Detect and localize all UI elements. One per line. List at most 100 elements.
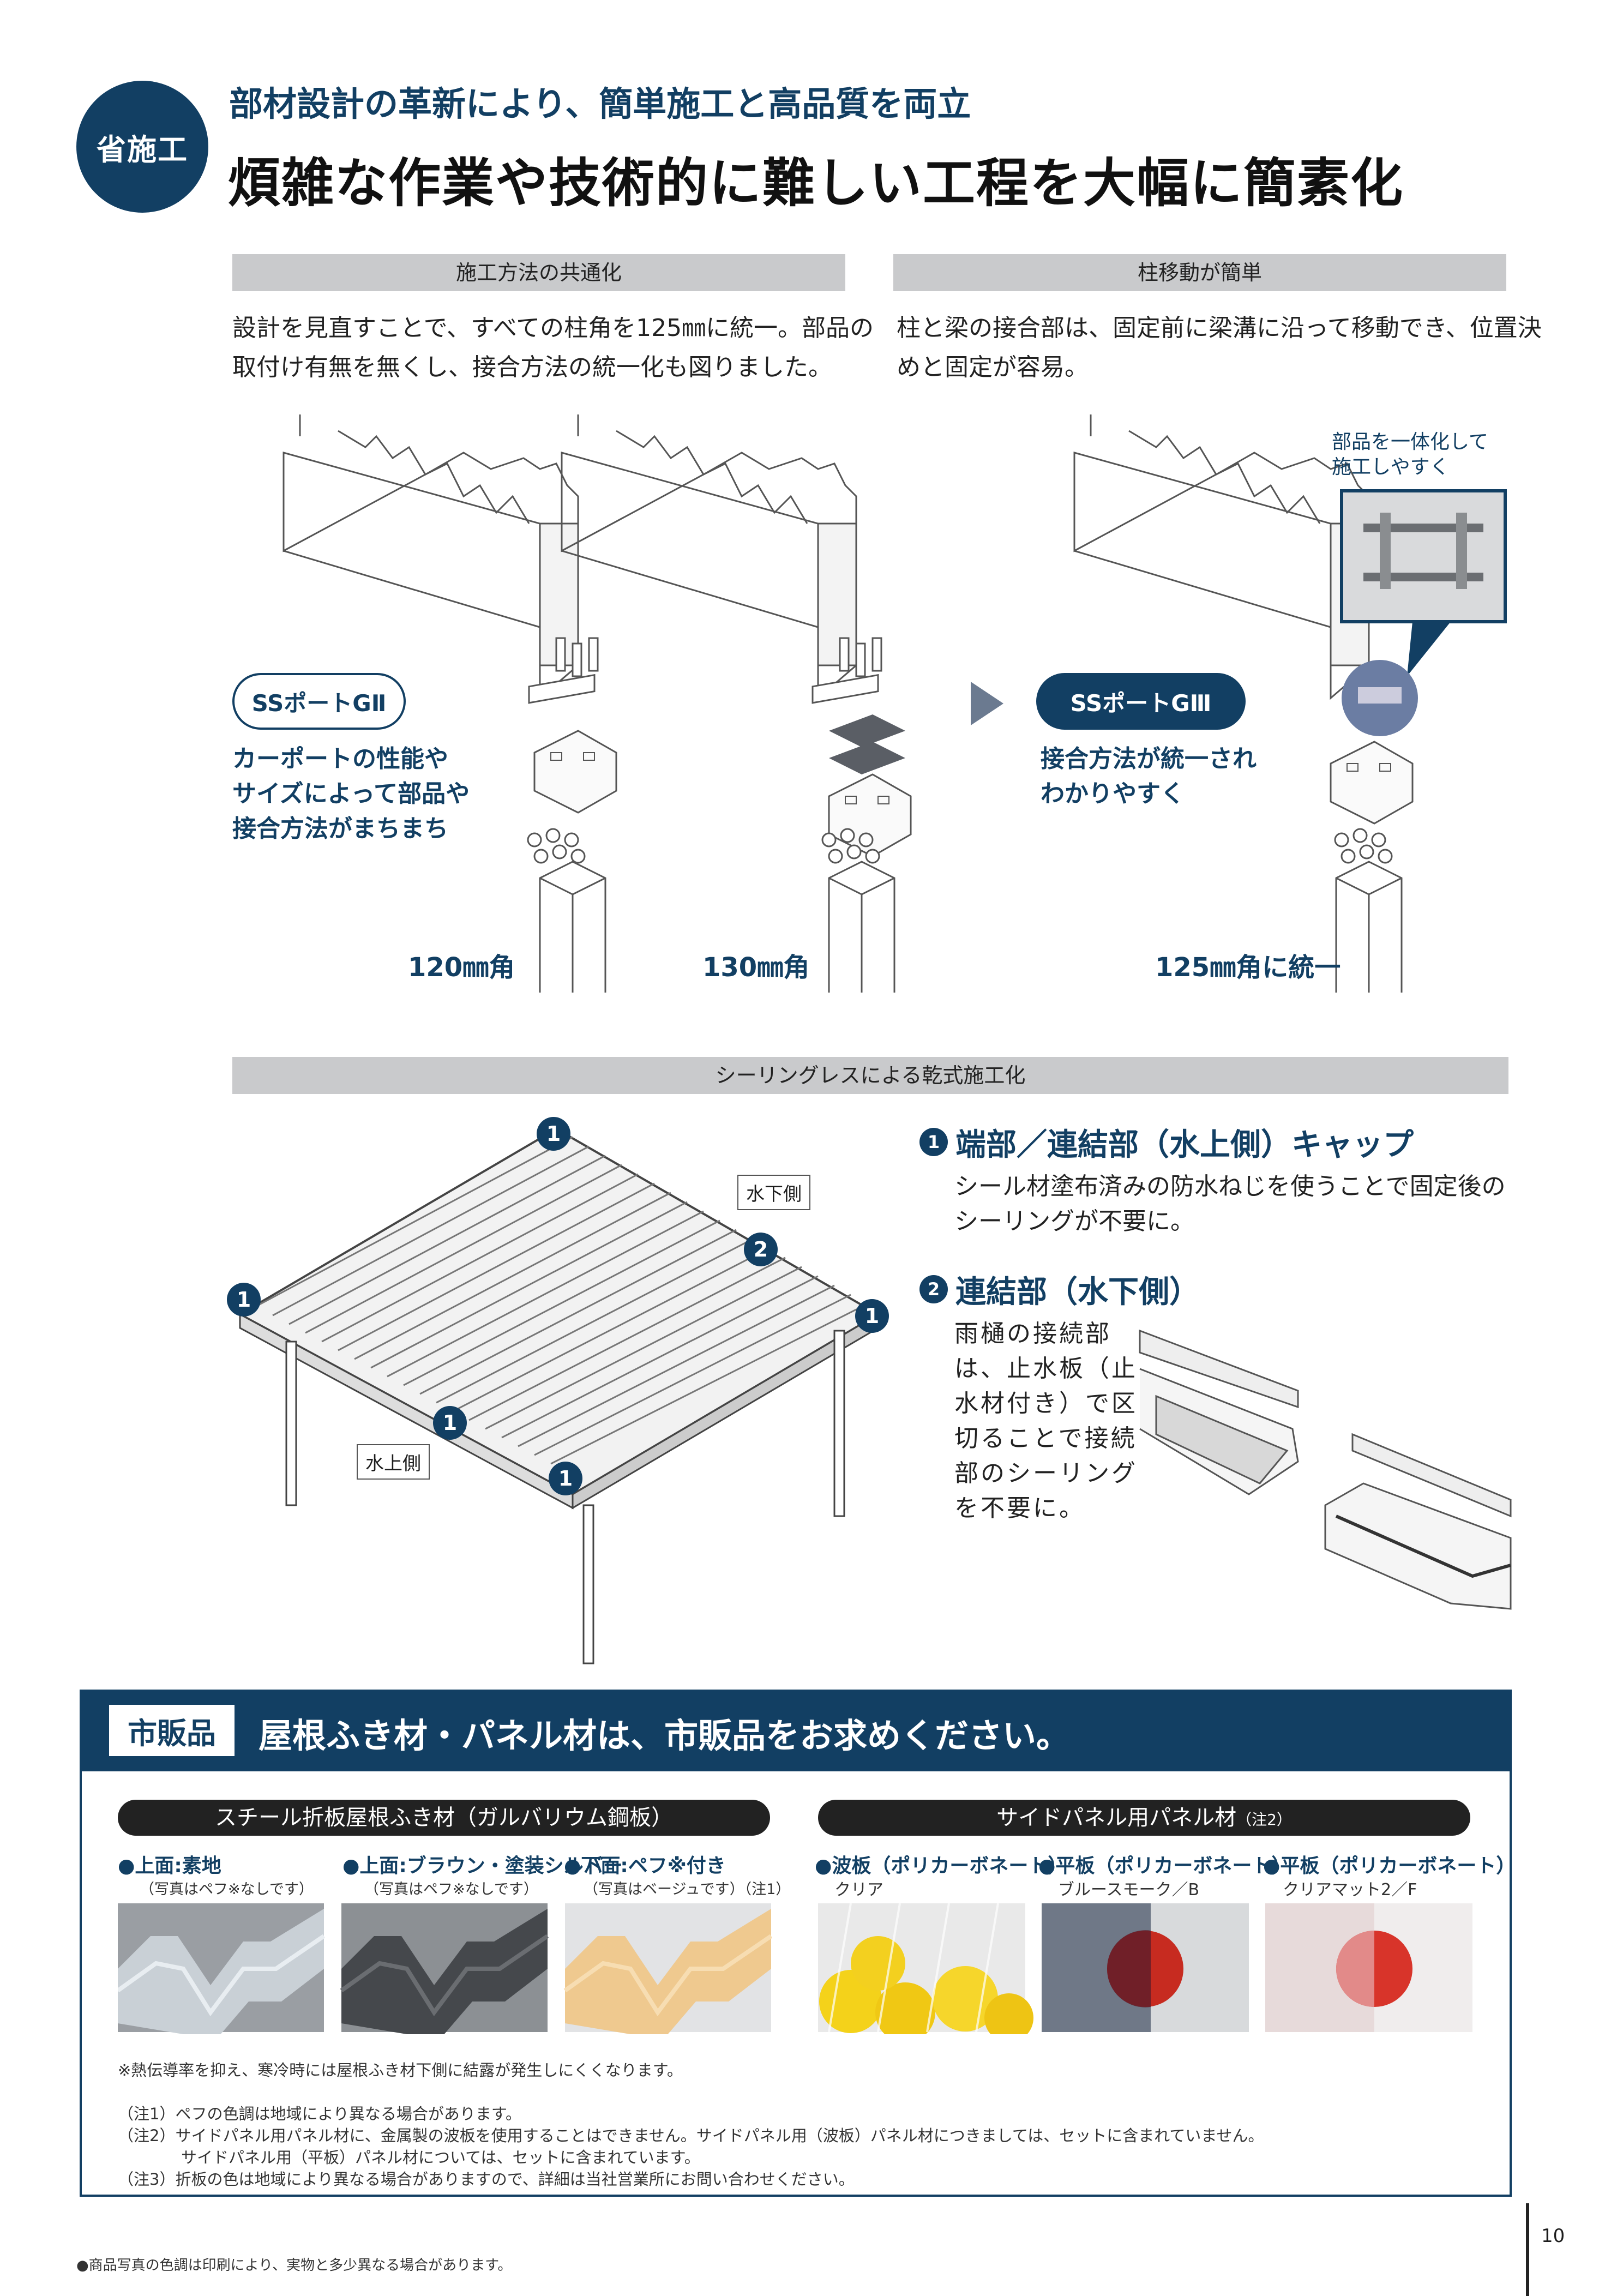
- page-number-rule: [1526, 2203, 1529, 2296]
- page-subheading: 部材設計の革新により、簡単施工と高品質を両立: [229, 84, 971, 124]
- page-headline: 煩雑な作業や技術的に難しい工程を大幅に簡素化: [228, 153, 1404, 214]
- new-note-line1: 接合方法が統一され: [1041, 745, 1257, 773]
- column-125: [1335, 861, 1403, 993]
- label-water-down: 水下側: [737, 1175, 810, 1210]
- item2-line: 雨樋の接続部: [954, 1320, 1111, 1348]
- column-120: [539, 861, 606, 993]
- section-common-body: 設計を見直すことで、すべての柱角を125㎜に統一。部品の 取付け有無を無くし、接…: [232, 309, 874, 387]
- footnote: （注3）折板の色は地域により異なる場合がありますので、詳細は当社営業所にお問い合…: [118, 2170, 855, 2189]
- panel-item-label: ●平板（ポリカーボネート）: [1038, 1855, 1291, 1877]
- bracket-120: [533, 730, 617, 814]
- marker-1-left: 1: [227, 1283, 261, 1317]
- panel-item-sub: クリアマット2／F: [1283, 1880, 1417, 1900]
- new-note-line2: わかりやすく: [1041, 780, 1185, 808]
- panel-material-pill-label: サイドパネル用パネル材: [996, 1805, 1237, 1830]
- bracket-125: [1330, 741, 1414, 825]
- item2-line: 部のシーリング: [954, 1459, 1138, 1487]
- item1-line1: シール材塗布済みの防水ねじを使うことで固定後の: [954, 1173, 1506, 1200]
- item2-line: 水材付き）で区: [954, 1390, 1138, 1417]
- carport-diagram: [237, 1127, 880, 1664]
- roof-sample-brown: [340, 1903, 549, 2034]
- category-badge: 省施工: [76, 81, 208, 213]
- post-front-center: [582, 1504, 594, 1664]
- section-title-common: 施工方法の共通化: [232, 254, 845, 291]
- footer-disclaimer: ●商品写真の色調は印刷により、実物と多少異なる場合があります。: [76, 2257, 512, 2274]
- callout-integrated: 部品を一体化して 施工しやすく: [1332, 430, 1488, 480]
- roof-item-label: ●上面:ブラウン・塗装シルバー: [342, 1855, 623, 1877]
- beam-drawing-125: [1073, 413, 1370, 699]
- panel-sample-bluesmoke: [1042, 1903, 1249, 2032]
- callout-line1: 部品を一体化して: [1332, 431, 1488, 453]
- item1-body: シール材塗布済みの防水ねじを使うことで固定後の シーリングが不要に。: [954, 1169, 1506, 1239]
- spacer-plate-1: [829, 714, 905, 747]
- joint-comparison-diagram: [282, 413, 1507, 993]
- old-note-line2: サイズによって部品や: [232, 780, 470, 808]
- marker-2: 2: [744, 1233, 778, 1266]
- marker-1-front: 1: [433, 1406, 467, 1440]
- roof-sample-bare: [118, 1903, 326, 2034]
- label-water-up: 水上側: [357, 1444, 430, 1480]
- section-move-body: 柱と梁の接合部は、固定前に梁溝に沿って移動でき、位置決 めと固定が容易。: [897, 309, 1542, 387]
- post-front-left: [285, 1341, 297, 1506]
- new-model-pill: SSポートGⅢ: [1036, 673, 1246, 730]
- nuts-125: [1334, 828, 1393, 864]
- size-label-120: 120㎜角: [408, 952, 515, 983]
- roof-sample-beige: [563, 1903, 772, 2034]
- footnote: サイドパネル用（平板）パネル材については、セットに含まれています。: [118, 2148, 700, 2167]
- panel-sample-photos: [818, 1903, 1472, 2034]
- size-label-130: 130㎜角: [702, 952, 810, 983]
- roof-sample-photos: [118, 1903, 772, 2034]
- panel-item-sub: クリア: [834, 1880, 883, 1900]
- nuts-120: [527, 828, 586, 864]
- item2-line: を不要に。: [954, 1494, 1085, 1522]
- panel-material-pill-note: （注2）: [1236, 1811, 1292, 1829]
- item2-line: 切ることで接続: [954, 1425, 1137, 1452]
- old-note-line3: 接合方法がまちまち: [232, 815, 448, 843]
- panel-item-label: ●波板（ポリカーボネート）: [815, 1855, 1068, 1877]
- arrow-right-icon: [971, 682, 1003, 725]
- section-common-body-line1: 設計を見直すことで、すべての柱角を125㎜に統一。部品の: [232, 314, 874, 342]
- old-note-line1: カーポートの性能や: [232, 745, 448, 773]
- item2-body: 雨樋の接続部 は、止水板（止 水材付き）で区 切ることで接続 部のシーリング を…: [954, 1317, 1138, 1526]
- item2-title: 連結部（水下側）: [955, 1275, 1200, 1310]
- marker-1-right: 1: [855, 1299, 889, 1333]
- market-title: 屋根ふき材・パネル材は、市販品をお求めください。: [259, 1716, 1071, 1756]
- gutter-joint-drawing: [1139, 1329, 1512, 1610]
- item1-title: 端部／連結部（水上側）キャップ: [955, 1127, 1414, 1163]
- page-number: 10: [1541, 2225, 1565, 2247]
- roof-ribs: [256, 1136, 868, 1465]
- section-common-body-line2: 取付け有無を無くし、接合方法の統一化も図りました。: [232, 353, 832, 381]
- roof-item-sub: （写真はペフ※なしです）: [364, 1881, 538, 1898]
- panel-item-label: ●平板（ポリカーボネート）: [1263, 1855, 1516, 1877]
- market-tag: 市販品: [109, 1705, 235, 1756]
- size-label-125: 125㎜角に統一: [1155, 952, 1341, 983]
- roof-item-label: ●下面:ペフ※付き: [564, 1855, 726, 1877]
- item1-number: 1: [919, 1128, 948, 1156]
- old-model-pill: SSポートGⅡ: [232, 673, 406, 730]
- beam-drawing-120: [282, 413, 579, 699]
- asterisk-note: ※熱伝導率を抑え、寒冷時には屋根ふき材下側に結露が発生しにくくなります。: [118, 2061, 683, 2079]
- column-130: [828, 861, 895, 993]
- section-move-body-line1: 柱と梁の接合部は、固定前に梁溝に沿って移動でき、位置決: [897, 314, 1542, 342]
- panel-sample-clear: [818, 1903, 1033, 2034]
- item2-number: 2: [919, 1275, 948, 1303]
- callout-line2: 施工しやすく: [1332, 456, 1450, 478]
- section-title-move: 柱移動が簡単: [893, 254, 1506, 291]
- footnote: （注2）サイドパネル用パネル材に、金属製の波板を使用することはできません。サイド…: [118, 2126, 1264, 2145]
- roof-material-pill: スチール折板屋根ふき材（ガルバリウム鋼板）: [118, 1800, 770, 1836]
- section-title-dry: シーリングレスによる乾式施工化: [232, 1057, 1508, 1094]
- roof-item-sub: （写真はベージュです）（注1）: [584, 1881, 791, 1898]
- spacer-plate-2: [829, 742, 905, 774]
- panel-sample-clearmatte: [1265, 1903, 1472, 2032]
- panel-item-sub: ブルースモーク／B: [1058, 1880, 1200, 1900]
- beam-drawing-130: [561, 413, 857, 699]
- footnote: （注1）ペフの色調は地域により異なる場合があります。: [118, 2105, 521, 2123]
- item2-line: は、止水板（止: [954, 1355, 1138, 1383]
- section-move-body-line2: めと固定が容易。: [897, 353, 1089, 381]
- panel-material-pill: サイドパネル用パネル材（注2）: [818, 1800, 1470, 1836]
- marker-1-top: 1: [537, 1117, 570, 1151]
- item1-line2: シーリングが不要に。: [954, 1207, 1194, 1235]
- old-model-note: カーポートの性能や サイズによって部品や 接合方法がまちまち: [232, 742, 470, 846]
- roof-item-sub: （写真はペフ※なしです）: [140, 1881, 314, 1898]
- category-badge-label: 省施工: [97, 132, 188, 167]
